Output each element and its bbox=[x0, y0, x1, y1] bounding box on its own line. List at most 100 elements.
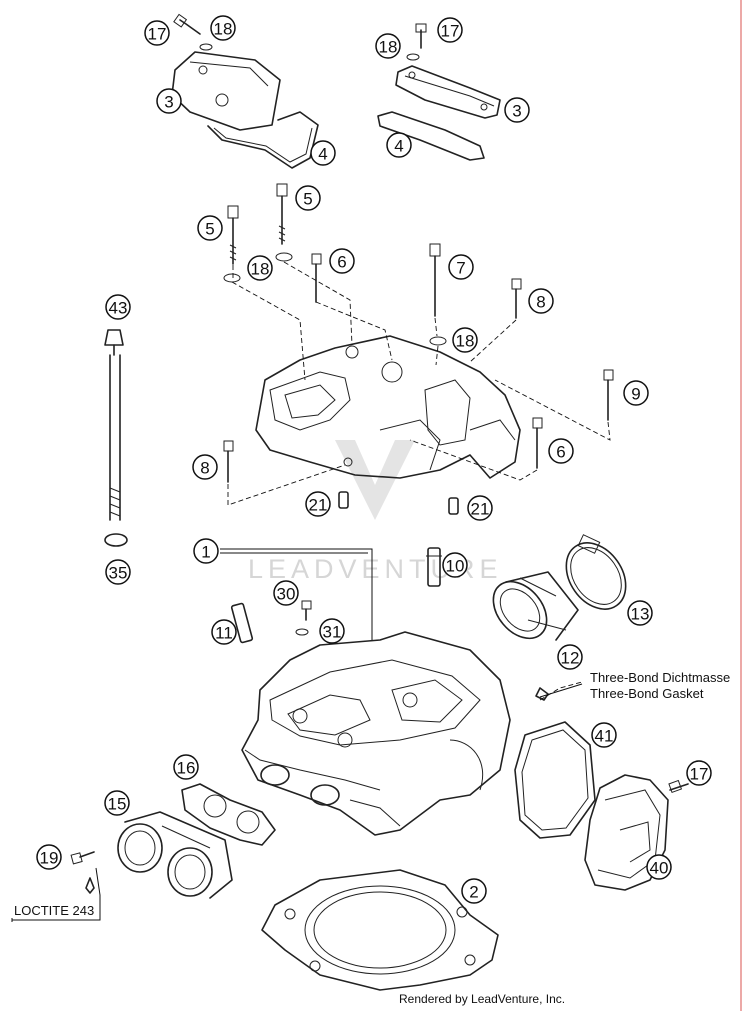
callout-17-c: 17 bbox=[686, 760, 712, 786]
bolt-9 bbox=[603, 369, 614, 421]
cylinder-head bbox=[241, 631, 511, 836]
bolt-17-right bbox=[415, 23, 427, 49]
callout-31: 31 bbox=[319, 618, 345, 644]
callout-7: 7 bbox=[448, 254, 474, 280]
svg-text:7: 7 bbox=[456, 259, 465, 278]
svg-text:21: 21 bbox=[309, 496, 328, 515]
head-gasket-2 bbox=[261, 869, 499, 991]
callout-40: 40 bbox=[646, 854, 672, 880]
callout-5-b: 5 bbox=[197, 215, 223, 241]
svg-text:18: 18 bbox=[379, 38, 398, 57]
exhaust-gasket-16 bbox=[181, 783, 276, 846]
callout-17-b: 17 bbox=[437, 17, 463, 43]
svg-text:6: 6 bbox=[337, 253, 346, 272]
callout-5-a: 5 bbox=[295, 185, 321, 211]
watermark-logo-icon bbox=[335, 440, 415, 520]
valve-cover-right bbox=[395, 65, 501, 119]
callout-18-b: 18 bbox=[375, 33, 401, 59]
bolt-7 bbox=[429, 243, 441, 317]
callout-43: 43 bbox=[105, 294, 131, 320]
callout-3-a: 3 bbox=[156, 88, 182, 114]
bolt-8-upper bbox=[511, 278, 522, 319]
svg-text:43: 43 bbox=[109, 299, 128, 318]
callout-4-a: 4 bbox=[310, 140, 336, 166]
svg-text:15: 15 bbox=[108, 795, 127, 814]
valve-cover-left bbox=[171, 51, 281, 131]
bolt-6-lower bbox=[532, 417, 543, 469]
svg-text:11: 11 bbox=[215, 624, 233, 643]
hose-clamp-13 bbox=[565, 534, 627, 610]
callout-16: 16 bbox=[173, 754, 199, 780]
washer-18-mid bbox=[429, 336, 447, 346]
callout-19: 19 bbox=[36, 844, 62, 870]
svg-text:17: 17 bbox=[690, 765, 709, 784]
svg-text:5: 5 bbox=[303, 190, 312, 209]
gasket-41 bbox=[514, 721, 596, 839]
svg-text:16: 16 bbox=[177, 759, 196, 778]
callout-3-b: 3 bbox=[504, 97, 530, 123]
svg-text:5: 5 bbox=[205, 220, 214, 239]
svg-text:18: 18 bbox=[214, 20, 233, 39]
callout-6-b: 6 bbox=[548, 438, 574, 464]
gasket-right bbox=[377, 111, 485, 161]
loctite-note: LOCTITE 243 bbox=[14, 903, 94, 918]
callout-12: 12 bbox=[557, 644, 583, 670]
valve-guide-11 bbox=[230, 602, 254, 644]
callout-18-c: 18 bbox=[247, 255, 273, 281]
bolt-5-left bbox=[227, 205, 239, 265]
washer-18-right bbox=[406, 53, 420, 61]
dowel-21-right bbox=[448, 497, 459, 515]
callout-21-b: 21 bbox=[467, 495, 493, 521]
dowel-21-left bbox=[338, 491, 349, 509]
callout-21-a: 21 bbox=[305, 491, 331, 517]
stud-43 bbox=[104, 329, 124, 521]
svg-text:21: 21 bbox=[471, 500, 490, 519]
callout-8-b: 8 bbox=[192, 454, 218, 480]
exhaust-flanges-15 bbox=[117, 811, 233, 899]
svg-text:17: 17 bbox=[148, 25, 167, 44]
svg-text:3: 3 bbox=[164, 93, 173, 112]
svg-text:17: 17 bbox=[441, 22, 460, 41]
svg-text:13: 13 bbox=[631, 605, 650, 624]
three-bond-drop-icon bbox=[535, 687, 549, 701]
bolt-30 bbox=[301, 600, 312, 621]
svg-text:1: 1 bbox=[201, 543, 210, 562]
callout-1: 1 bbox=[193, 538, 219, 564]
svg-text:12: 12 bbox=[561, 649, 580, 668]
svg-text:18: 18 bbox=[251, 260, 270, 279]
svg-text:4: 4 bbox=[394, 137, 403, 156]
svg-text:10: 10 bbox=[446, 557, 465, 576]
callout-18-d: 18 bbox=[452, 327, 478, 353]
callout-4-b: 4 bbox=[386, 132, 412, 158]
cover-40 bbox=[584, 774, 669, 891]
bolt-19 bbox=[70, 851, 95, 865]
callout-6-a: 6 bbox=[329, 248, 355, 274]
three-bond-note-de: Three-Bond Dichtmasse bbox=[590, 670, 730, 685]
callout-15: 15 bbox=[104, 790, 130, 816]
intake-boot-12 bbox=[492, 571, 579, 641]
washer-5-left bbox=[223, 273, 241, 283]
callout-35: 35 bbox=[105, 559, 131, 585]
svg-text:18: 18 bbox=[456, 332, 475, 351]
washer-35 bbox=[104, 533, 128, 547]
three-bond-note-en: Three-Bond Gasket bbox=[590, 686, 704, 701]
svg-text:35: 35 bbox=[109, 564, 128, 583]
washer-18-left bbox=[199, 43, 213, 51]
bolt-17-cover bbox=[668, 779, 689, 794]
svg-text:2: 2 bbox=[469, 883, 478, 902]
valve-guide-10 bbox=[426, 547, 442, 587]
bolt-17-left bbox=[173, 13, 201, 35]
svg-text:9: 9 bbox=[631, 385, 640, 404]
svg-text:4: 4 bbox=[318, 145, 327, 164]
svg-text:8: 8 bbox=[536, 293, 545, 312]
callout-18-a: 18 bbox=[210, 15, 236, 41]
gasket-left bbox=[207, 111, 319, 169]
bolt-6-upper bbox=[311, 253, 322, 303]
svg-text:19: 19 bbox=[40, 849, 59, 868]
svg-text:41: 41 bbox=[595, 727, 614, 746]
callout-9: 9 bbox=[623, 380, 649, 406]
callout-30: 30 bbox=[273, 580, 299, 606]
loctite-drop-icon bbox=[85, 877, 95, 894]
svg-text:3: 3 bbox=[512, 102, 521, 121]
